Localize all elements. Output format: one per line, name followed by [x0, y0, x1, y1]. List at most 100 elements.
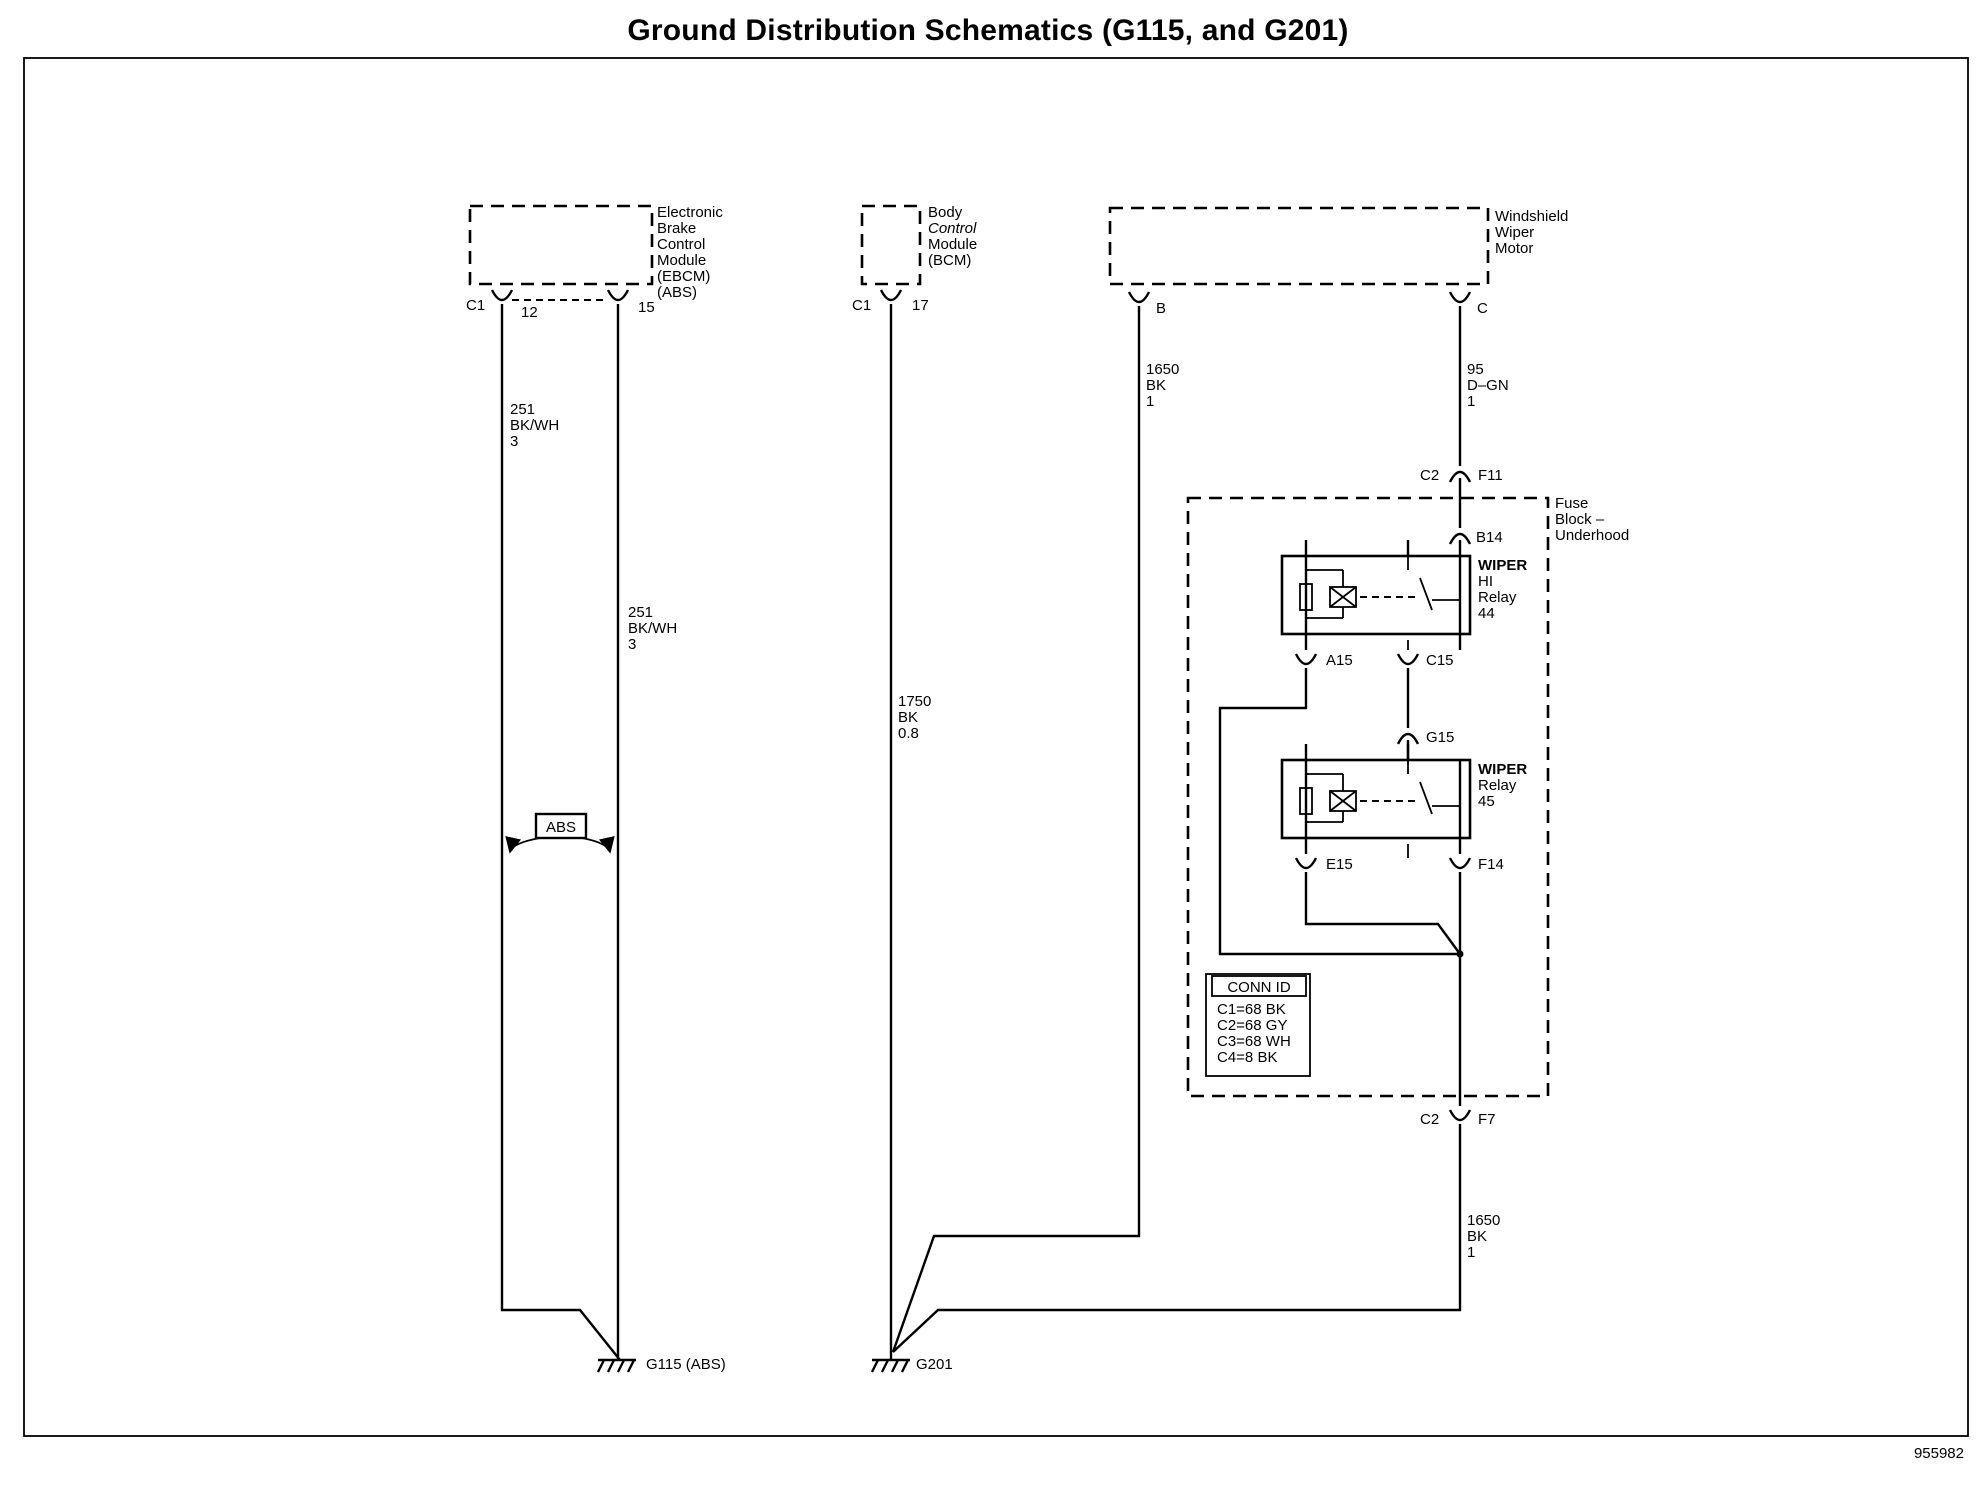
bcm-pin-17-connector [879, 289, 903, 302]
ebcm-label-5: (EBCM) [657, 268, 710, 285]
wiper-relay-45: WIPER Relay 45 [1280, 744, 1527, 858]
ebcm-label-2: Brake [657, 220, 696, 237]
fuse-block-label-3: Underhood [1555, 527, 1629, 544]
abs-tag-box [534, 812, 588, 840]
svg-text:1: 1 [1467, 393, 1475, 410]
ebcm-label-1: Electronic [657, 204, 723, 221]
svg-text:1750: 1750 [898, 693, 931, 710]
bcm-module: Body Control Module (BCM) C1 17 [852, 204, 977, 314]
fuse-block-underhood: Fuse Block – Underhood [1186, 495, 1629, 1098]
abs-option-tag: ABS [505, 812, 615, 854]
wire-a15-junction [1218, 668, 1460, 956]
conn-id-box [1205, 973, 1311, 1077]
svg-text:251: 251 [510, 401, 535, 418]
svg-text:BK/WH: BK/WH [510, 417, 559, 434]
connector-e15-label: E15 [1326, 856, 1353, 873]
ebcm-label-4: Module [657, 252, 706, 269]
relay-45-label-2: Relay [1478, 777, 1517, 794]
motor-pin-c-connector [1448, 291, 1472, 304]
svg-text:3: 3 [628, 636, 636, 653]
fuse-block-outline [1186, 496, 1550, 1098]
ground-g201: G201 [870, 1352, 953, 1373]
ebcm-pin-12-connector [490, 289, 514, 302]
ebcm-outline [468, 204, 654, 286]
wiper-hi-relay-44: WIPER HI Relay 44 [1280, 540, 1527, 650]
wire-fuse-f7 [892, 1124, 1462, 1353]
svg-text:1: 1 [1146, 393, 1154, 410]
ebcm-pin-15-connector [606, 289, 630, 302]
relay-44-body [1280, 554, 1472, 636]
wiper-motor-module: Windshield Wiper Motor B C [1108, 206, 1568, 317]
wire-e15-junction [1304, 872, 1461, 955]
relay-44-label-1: WIPER [1478, 557, 1527, 574]
svg-text:3: 3 [510, 433, 518, 450]
wire-motor-c-label: 95 D–GN 1 [1467, 361, 1509, 410]
abs-tag-label: ABS [546, 819, 576, 836]
motor-pin-b-connector [1127, 291, 1151, 304]
connector-a15 [1294, 653, 1318, 666]
connector-b14 [1448, 532, 1472, 545]
abs-arrow-right [581, 836, 615, 854]
relay-45-label-3: 45 [1478, 793, 1495, 810]
wire-ebcm-12-label: 251 BK/WH 3 [510, 401, 559, 450]
svg-text:D–GN: D–GN [1467, 377, 1509, 394]
svg-text:1: 1 [1467, 1244, 1475, 1261]
ground-g201-label: G201 [916, 1356, 953, 1373]
bcm-pin-17-label: 17 [912, 297, 929, 314]
diagram-frame [23, 57, 1969, 1437]
conn-id-row-3: C3=68 WH [1217, 1033, 1291, 1050]
abs-arrow-left [505, 836, 541, 854]
svg-text:BK: BK [898, 709, 918, 726]
bcm-outline [860, 204, 922, 286]
relay-44-switch [1419, 577, 1433, 611]
motor-pin-b-label: B [1156, 300, 1166, 317]
conn-id-row-1: C1=68 BK [1217, 1001, 1286, 1018]
relay-44-label-3: Relay [1478, 589, 1517, 606]
connector-c15-label: C15 [1426, 652, 1454, 669]
svg-text:BK: BK [1467, 1228, 1487, 1245]
fuse-block-label-2: Block – [1555, 511, 1605, 528]
relay-45-diode [1299, 787, 1313, 815]
conn-id-row-4: C4=8 BK [1217, 1049, 1277, 1066]
fuse-block-label-1: Fuse [1555, 495, 1588, 512]
bcm-label-3: Module [928, 236, 977, 253]
connector-f14-label: F14 [1478, 856, 1504, 873]
svg-text:BK: BK [1146, 377, 1166, 394]
wire-bcm-17-label: 1750 BK 0.8 [898, 693, 931, 742]
figure-id: 955982 [1913, 1445, 1964, 1462]
ebcm-connector-c1: C1 [466, 297, 485, 314]
conn-id-header-box [1211, 975, 1307, 997]
relay-44-label-4: 44 [1478, 605, 1495, 622]
wire-ebcm-12 [500, 304, 621, 1361]
wire-fuse-f7-label: 1650 BK 1 [1467, 1212, 1500, 1261]
motor-pin-c-label: C [1477, 300, 1488, 317]
connector-f7-c2-label: C2 [1420, 1111, 1439, 1128]
svg-text:0.8: 0.8 [898, 725, 919, 742]
wiper-motor-label-2: Wiper [1495, 224, 1534, 241]
ground-g115: G115 (ABS) [596, 1356, 726, 1373]
connector-a15-label: A15 [1326, 652, 1353, 669]
relay-45-switch [1419, 781, 1433, 815]
relay-45-label-1: WIPER [1478, 761, 1527, 778]
conn-id-header: CONN ID [1227, 979, 1291, 996]
splice-junction [1456, 950, 1464, 958]
connector-f11 [1448, 470, 1472, 483]
wire-motor-b [891, 306, 1141, 1353]
wiper-motor-label-1: Windshield [1495, 208, 1568, 225]
bcm-label-2: Control [928, 220, 977, 237]
conn-id-row-2: C2=68 GY [1217, 1017, 1287, 1034]
ebcm-label-6: (ABS) [657, 284, 697, 301]
svg-text:1650: 1650 [1146, 361, 1179, 378]
svg-text:1650: 1650 [1467, 1212, 1500, 1229]
connector-f11-c2-label: C2 [1420, 467, 1439, 484]
bcm-label-4: (BCM) [928, 252, 971, 269]
wiper-motor-label-3: Motor [1495, 240, 1533, 257]
relay-45-body [1280, 758, 1472, 840]
connector-f7 [1448, 1109, 1472, 1122]
connector-b14-label: B14 [1476, 529, 1503, 546]
ebcm-pin-15-label: 15 [638, 299, 655, 316]
connector-c15 [1396, 653, 1420, 666]
ebcm-label-3: Control [657, 236, 705, 253]
connector-f11-label: F11 [1478, 467, 1503, 484]
